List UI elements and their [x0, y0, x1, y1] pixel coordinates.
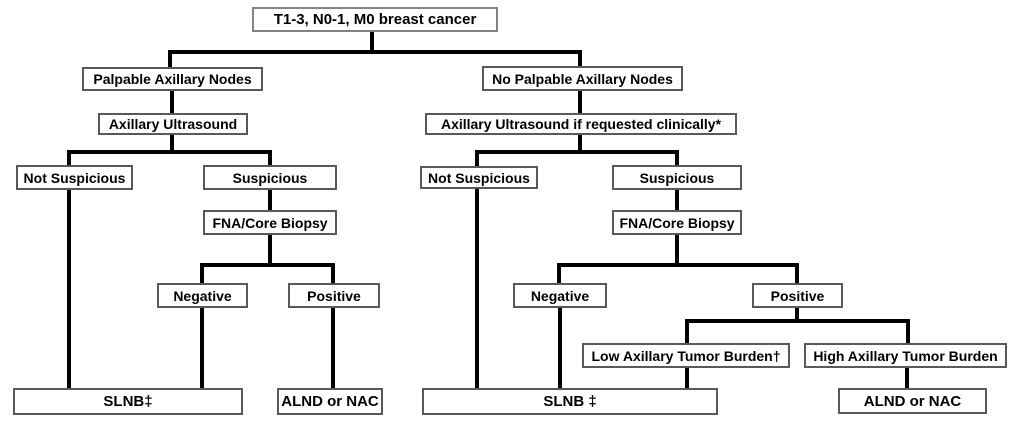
connector-root-drop	[370, 31, 374, 54]
connector-split2-horizontal	[67, 150, 272, 154]
node-fna-core-biopsy-right: FNA/Core Biopsy	[612, 210, 742, 235]
connector-split6-left-drop	[685, 319, 689, 344]
connector-palpable-to-ultrasound	[170, 90, 174, 114]
connector-split1-left-drop	[168, 50, 172, 68]
node-low-axillary-tumor-burden: Low Axillary Tumor Burden†	[582, 343, 790, 368]
connector-negative-right-to-slnb	[558, 307, 562, 389]
connector-split1-horizontal	[168, 50, 582, 54]
connector-lowburden-to-slnb	[685, 367, 689, 389]
node-alnd-or-nac-right: ALND or NAC	[838, 388, 987, 414]
connector-positive-right-drop	[795, 307, 799, 323]
node-slnb-left: SLNB‡	[13, 388, 243, 415]
node-not-suspicious-right: Not Suspicious	[420, 166, 538, 189]
node-alnd-or-nac-left: ALND or NAC	[277, 388, 383, 415]
connector-split4-horizontal	[200, 263, 335, 267]
node-high-axillary-tumor-burden: High Axillary Tumor Burden	[804, 343, 1007, 368]
connector-suspicious-left-to-fna	[268, 189, 272, 211]
connector-fna-left-drop	[268, 235, 272, 267]
connector-notsuspicious-left-to-slnb	[67, 189, 71, 389]
connector-split5-horizontal	[557, 263, 799, 267]
connector-ultrasound-left-drop	[170, 134, 174, 154]
connector-split6-horizontal	[685, 319, 910, 323]
connector-split5-right-drop	[795, 263, 799, 284]
connector-notsuspicious-right-to-slnb	[475, 188, 479, 389]
node-fna-core-biopsy-left: FNA/Core Biopsy	[203, 210, 337, 235]
node-no-palpable-axillary-nodes: No Palpable Axillary Nodes	[482, 66, 683, 91]
node-not-suspicious-left: Not Suspicious	[16, 165, 133, 190]
connector-split3-right-drop	[675, 150, 679, 166]
connector-suspicious-right-to-fna	[675, 189, 679, 211]
connector-ultrasound-right-drop	[578, 134, 582, 154]
connector-split5-left-drop	[557, 263, 561, 284]
node-axillary-ultrasound-right: Axillary Ultrasound if requested clinica…	[425, 113, 737, 135]
connector-highburden-to-alnd	[905, 367, 909, 389]
node-slnb-right: SLNB ‡	[422, 388, 718, 415]
node-suspicious-left: Suspicious	[203, 165, 337, 190]
node-palpable-axillary-nodes: Palpable Axillary Nodes	[82, 67, 263, 91]
connector-split4-left-drop	[200, 263, 204, 284]
node-positive-left: Positive	[288, 283, 380, 308]
node-axillary-ultrasound-left: Axillary Ultrasound	[98, 113, 248, 135]
connector-fna-right-drop	[675, 235, 679, 267]
connector-negative-left-to-slnb	[200, 307, 204, 389]
node-suspicious-right: Suspicious	[612, 165, 742, 190]
connector-split3-left-drop	[475, 150, 479, 167]
node-negative-right: Negative	[513, 283, 607, 308]
connector-split6-right-drop	[906, 319, 910, 344]
connector-split2-right-drop	[268, 150, 272, 166]
connector-positive-left-to-alnd	[331, 307, 335, 389]
connector-nopalpable-to-ultrasound	[578, 90, 582, 114]
node-root-breast-cancer: T1-3, N0-1, M0 breast cancer	[252, 7, 498, 32]
connector-split1-right-drop	[578, 50, 582, 67]
connector-split4-right-drop	[331, 263, 335, 284]
node-negative-left: Negative	[157, 283, 248, 308]
connector-split2-left-drop	[67, 150, 71, 166]
connector-split3-horizontal	[475, 150, 679, 154]
node-positive-right: Positive	[752, 283, 843, 308]
